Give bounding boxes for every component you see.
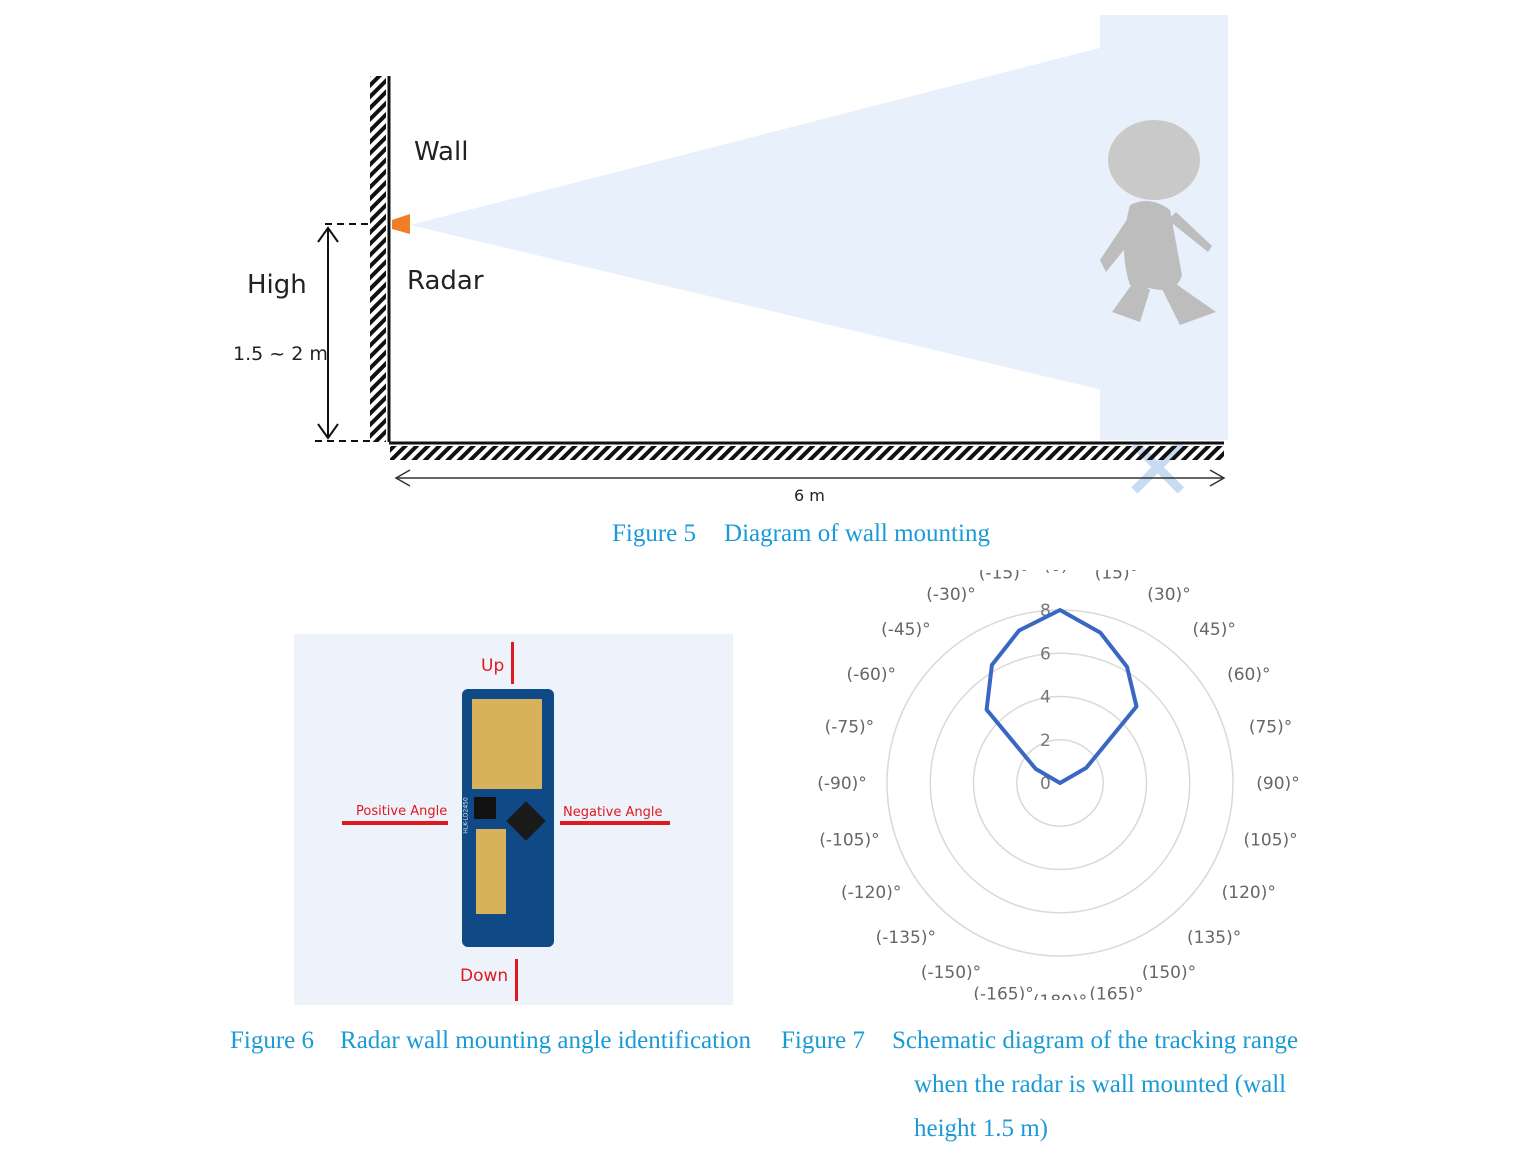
- figure6-caption: Figure 6 Radar wall mounting angle identi…: [230, 1027, 751, 1055]
- radar-label: Radar: [407, 266, 484, 296]
- angle-tick-label: (-150)°: [921, 963, 981, 983]
- angle-tick-label: (-105)°: [819, 830, 879, 850]
- figure5-caption-number: Figure 5: [612, 520, 697, 547]
- radar-device-icon: [392, 214, 410, 234]
- figure6-caption-text: Radar wall mounting angle identification: [340, 1027, 752, 1054]
- angle-tick-label: (-45)°: [881, 620, 931, 640]
- tracking-range-polar-chart: 0 2 4 6 8 (0)° (15)° (30)°(45)° (60)° (75)° (90)° (…: [817, 570, 1299, 1000]
- high-label: High: [247, 270, 307, 300]
- angle-tick-label: (135)°: [1187, 928, 1241, 948]
- data-point: [1059, 609, 1061, 611]
- angle-tick-label: (45)°: [1192, 620, 1235, 640]
- data-point: [1085, 767, 1087, 769]
- angle-tick-label: (-30)°: [926, 585, 976, 605]
- down-label: Down: [460, 966, 509, 986]
- radar-board-photo: HLK-LD2450 Up Down Positive Angle Negati…: [294, 634, 733, 1005]
- figure6-caption-number: Figure 6: [230, 1027, 315, 1054]
- data-point: [1035, 768, 1037, 770]
- data-point: [1126, 666, 1128, 668]
- negative-angle-label: Negative Angle: [563, 805, 663, 820]
- angle-tick-label: (30)°: [1147, 585, 1190, 605]
- wall-hatch: [370, 76, 386, 442]
- wall-label: Wall: [414, 137, 469, 167]
- angle-tick-label: (180)°: [1033, 992, 1087, 1000]
- board-model-text: HLK-LD2450: [462, 797, 470, 834]
- grid-ring: [972, 695, 1148, 871]
- distance-arrow: [394, 469, 1226, 487]
- data-point: [991, 664, 993, 666]
- distance-label: 6 m: [794, 486, 825, 505]
- angle-tick-label: (-120)°: [841, 883, 901, 903]
- angle-tick-label: (-90)°: [817, 774, 867, 794]
- angle-tick-label: (90)°: [1256, 774, 1299, 794]
- down-arrow: [515, 959, 518, 1001]
- radar-chip: [506, 801, 546, 841]
- data-point: [1099, 632, 1101, 634]
- angle-tick-label: (-75)°: [825, 718, 875, 738]
- antenna-area-bottom: [476, 829, 506, 914]
- grid-ring: [929, 652, 1191, 914]
- angle-tick-label: (15)°: [1095, 570, 1138, 583]
- radial-tick-label: 4: [1040, 688, 1051, 708]
- positive-angle-label: Positive Angle: [356, 804, 448, 819]
- walking-person-figure: [1100, 120, 1216, 325]
- figure7-caption-line-1: Schematic diagram of the tracking range: [892, 1027, 1299, 1054]
- positive-angle-arrow: [342, 821, 448, 825]
- angle-tick-label: (-60)°: [846, 665, 896, 685]
- figure7-caption-line-3: height 1.5 m): [914, 1115, 1049, 1142]
- floor-hatch: [390, 446, 1224, 460]
- figure5-caption: Figure 5 Diagram of wall mounting: [612, 520, 990, 548]
- angle-tick-label: (105)°: [1243, 830, 1297, 850]
- angle-tick-label: (60)°: [1227, 665, 1270, 685]
- angle-tick-label: (-165)°: [973, 985, 1033, 1000]
- angle-tick-label: (150)°: [1142, 963, 1196, 983]
- data-point: [1135, 706, 1137, 708]
- data-point: [1018, 630, 1020, 632]
- figure5-caption-text: Diagram of wall mounting: [724, 520, 990, 547]
- figure7-caption-number: Figure 7: [781, 1027, 866, 1054]
- angle-tick-label: (75)°: [1249, 718, 1292, 738]
- radar-beam: [410, 15, 1228, 420]
- grid-ring: [1016, 739, 1104, 827]
- angle-tick-label: (-135)°: [876, 928, 936, 948]
- up-label: Up: [481, 656, 505, 676]
- antenna-area-top: [472, 699, 542, 789]
- height-range-label: 1.5 ~ 2 m: [233, 343, 328, 365]
- radial-tick-label: 6: [1040, 644, 1051, 664]
- radial-tick-label: 2: [1040, 731, 1051, 751]
- angle-tick-label: (165)°: [1089, 985, 1143, 1000]
- up-arrow: [511, 642, 514, 684]
- angle-tick-label: (-15)°: [979, 570, 1029, 583]
- height-arrow: [317, 226, 339, 440]
- radar-board: HLK-LD2450: [462, 689, 554, 947]
- wall-mounting-diagram: ✕: [315, 15, 1228, 522]
- radial-tick-label: 0: [1040, 774, 1051, 794]
- radial-tick-label: 8: [1040, 601, 1051, 621]
- angle-tick-label: (0)°: [1044, 570, 1077, 576]
- negative-angle-arrow: [560, 821, 670, 825]
- data-point: [986, 709, 988, 711]
- data-point: [1059, 782, 1061, 784]
- angle-tick-label: (120)°: [1222, 883, 1276, 903]
- watermark: ✕: [1120, 417, 1195, 522]
- board-component: [474, 797, 496, 819]
- figure7-caption-line-2: when the radar is wall mounted (wall: [914, 1071, 1287, 1098]
